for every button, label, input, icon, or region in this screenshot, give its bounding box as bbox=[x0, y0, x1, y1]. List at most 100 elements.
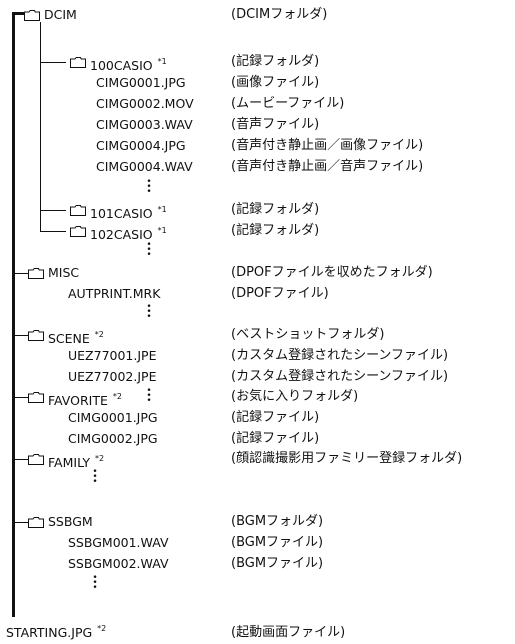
folder-desc-dcim: (DCIMフォルダ) bbox=[231, 7, 328, 22]
file-desc: (画像ファイル) bbox=[231, 75, 320, 90]
folder-name-ssbgm: SSBGM bbox=[48, 514, 93, 529]
file-row: UEZ77001.JPE (カスタム登録されたシーンファイル) bbox=[0, 345, 515, 367]
file-name: CIMG0004.JPG bbox=[96, 138, 186, 153]
folder-icon bbox=[28, 517, 44, 528]
footnote-marker: *2 bbox=[95, 454, 105, 463]
file-row: CIMG0002.MOV (ムービーファイル) bbox=[0, 93, 515, 115]
folder-icon bbox=[28, 392, 44, 403]
file-name: UEZ77001.JPE bbox=[68, 348, 157, 363]
folder-icon bbox=[70, 205, 86, 216]
connector-misc bbox=[12, 273, 28, 274]
file-row: SSBGM001.WAV (BGMファイル) bbox=[0, 532, 515, 554]
file-name: SSBGM001.WAV bbox=[68, 535, 169, 550]
file-name: AUTPRINT.MRK bbox=[68, 286, 161, 301]
folder-desc-family: (顔認識撮影用ファミリー登録フォルダ) bbox=[231, 451, 463, 466]
connector-101casio bbox=[40, 210, 66, 211]
folder-desc-102casio: (記録フォルダ) bbox=[231, 223, 320, 238]
footnote-marker: *1 bbox=[157, 57, 167, 66]
tree-row-101casio: 101CASIO *1 (記録フォルダ) bbox=[0, 199, 515, 221]
folder-name-101casio: 101CASIO *1 bbox=[90, 205, 167, 221]
folder-name-scene: SCENE *2 bbox=[48, 330, 104, 346]
tree-row-misc: MISC (DPOFファイルを収めたフォルダ) bbox=[0, 262, 515, 284]
footnote-marker: *2 bbox=[97, 624, 107, 633]
tree-row-100casio: 100CASIO *1 (記録フォルダ) bbox=[0, 51, 515, 73]
folder-name-100casio: 100CASIO *1 bbox=[90, 57, 167, 73]
root-top-connector bbox=[12, 12, 24, 15]
folder-name-favorite: FAVORITE *2 bbox=[48, 392, 122, 408]
tree-row-family: FAMILY *2 (顔認識撮影用ファミリー登録フォルダ) bbox=[0, 448, 515, 470]
connector-102casio bbox=[40, 231, 66, 232]
file-desc: (ムービーファイル) bbox=[231, 96, 345, 111]
folder-desc-scene: (ベストショットフォルダ) bbox=[231, 327, 385, 342]
folder-desc-favorite: (お気に入りフォルダ) bbox=[231, 389, 359, 404]
folder-desc-misc: (DPOFファイルを収めたフォルダ) bbox=[231, 265, 433, 280]
folder-desc-100casio: (記録フォルダ) bbox=[231, 54, 320, 69]
connector-favorite bbox=[12, 397, 28, 398]
file-row: CIMG0004.WAV (音声付き静止画／音声ファイル) bbox=[0, 156, 515, 178]
folder-icon bbox=[70, 226, 86, 237]
file-row: CIMG0001.JPG (記録ファイル) bbox=[0, 407, 515, 429]
tree-row-dcim: DCIM (DCIMフォルダ) bbox=[0, 4, 515, 26]
connector-scene bbox=[12, 335, 28, 336]
file-desc: (DPOFファイル) bbox=[231, 286, 329, 301]
folder-desc-ssbgm: (BGMフォルダ) bbox=[231, 514, 324, 529]
connector-family bbox=[12, 459, 28, 460]
folder-icon bbox=[28, 330, 44, 341]
file-name: CIMG0001.JPG bbox=[68, 410, 158, 425]
tree-row-102casio: 102CASIO *1 (記録フォルダ) bbox=[0, 220, 515, 242]
file-desc: (記録ファイル) bbox=[231, 431, 320, 446]
folder-name-misc: MISC bbox=[48, 265, 80, 280]
ellipsis-vertical-icon: ••• bbox=[146, 302, 152, 322]
file-desc-starting: (起動画面ファイル) bbox=[231, 625, 346, 640]
file-desc: (BGMファイル) bbox=[231, 556, 324, 571]
footnote-marker: *1 bbox=[157, 205, 167, 214]
file-desc: (記録ファイル) bbox=[231, 410, 320, 425]
file-row: CIMG0004.JPG (音声付き静止画／画像ファイル) bbox=[0, 135, 515, 157]
file-desc: (音声付き静止画／画像ファイル) bbox=[231, 138, 424, 153]
ellipsis-vertical-icon: ••• bbox=[92, 573, 98, 593]
file-name: UEZ77002.JPE bbox=[68, 369, 157, 384]
file-name-starting: STARTING.JPG *2 bbox=[6, 624, 107, 640]
connector-100casio bbox=[40, 62, 66, 63]
file-name: CIMG0001.JPG bbox=[96, 75, 186, 90]
folder-desc-101casio: (記録フォルダ) bbox=[231, 202, 320, 217]
file-name: CIMG0004.WAV bbox=[96, 159, 193, 174]
tree-row-scene: SCENE *2 (ベストショットフォルダ) bbox=[0, 324, 515, 346]
tree-row-ssbgm: SSBGM (BGMフォルダ) bbox=[0, 511, 515, 533]
file-desc: (音声付き静止画／音声ファイル) bbox=[231, 159, 424, 174]
root-vertical-line bbox=[12, 13, 15, 617]
file-name: CIMG0002.JPG bbox=[68, 431, 158, 446]
file-row: UEZ77002.JPE (カスタム登録されたシーンファイル) bbox=[0, 366, 515, 388]
file-name: CIMG0002.MOV bbox=[96, 96, 194, 111]
file-name: CIMG0003.WAV bbox=[96, 117, 193, 132]
file-row: AUTPRINT.MRK (DPOFファイル) bbox=[0, 283, 515, 305]
file-name: SSBGM002.WAV bbox=[68, 556, 169, 571]
footnote-marker: *2 bbox=[112, 392, 122, 401]
ellipsis-vertical-icon: ••• bbox=[146, 240, 152, 260]
file-row: SSBGM002.WAV (BGMファイル) bbox=[0, 553, 515, 575]
file-row: CIMG0002.JPG (記録ファイル) bbox=[0, 428, 515, 450]
folder-icon bbox=[24, 10, 40, 21]
file-desc: (BGMファイル) bbox=[231, 535, 324, 550]
dcim-vertical-line bbox=[40, 22, 41, 232]
tree-row-starting: STARTING.JPG *2 (起動画面ファイル) bbox=[0, 618, 515, 640]
footnote-marker: *1 bbox=[157, 226, 167, 235]
file-desc: (カスタム登録されたシーンファイル) bbox=[231, 369, 449, 384]
file-row: CIMG0003.WAV (音声ファイル) bbox=[0, 114, 515, 136]
footnote-marker: *2 bbox=[94, 330, 104, 339]
ellipsis-vertical-icon: ••• bbox=[146, 177, 152, 197]
folder-icon bbox=[28, 268, 44, 279]
ellipsis-vertical-icon: ••• bbox=[146, 386, 152, 406]
file-row: CIMG0001.JPG (画像ファイル) bbox=[0, 72, 515, 94]
file-desc: (カスタム登録されたシーンファイル) bbox=[231, 348, 449, 363]
folder-name-dcim: DCIM bbox=[44, 7, 77, 22]
connector-ssbgm bbox=[12, 522, 28, 523]
folder-icon bbox=[70, 57, 86, 68]
ellipsis-vertical-icon: ••• bbox=[92, 467, 98, 487]
folder-icon bbox=[28, 454, 44, 465]
folder-name-102casio: 102CASIO *1 bbox=[90, 226, 167, 242]
tree-row-favorite: FAVORITE *2 (お気に入りフォルダ) bbox=[0, 386, 515, 408]
folder-name-family: FAMILY *2 bbox=[48, 454, 105, 470]
file-desc: (音声ファイル) bbox=[231, 117, 320, 132]
